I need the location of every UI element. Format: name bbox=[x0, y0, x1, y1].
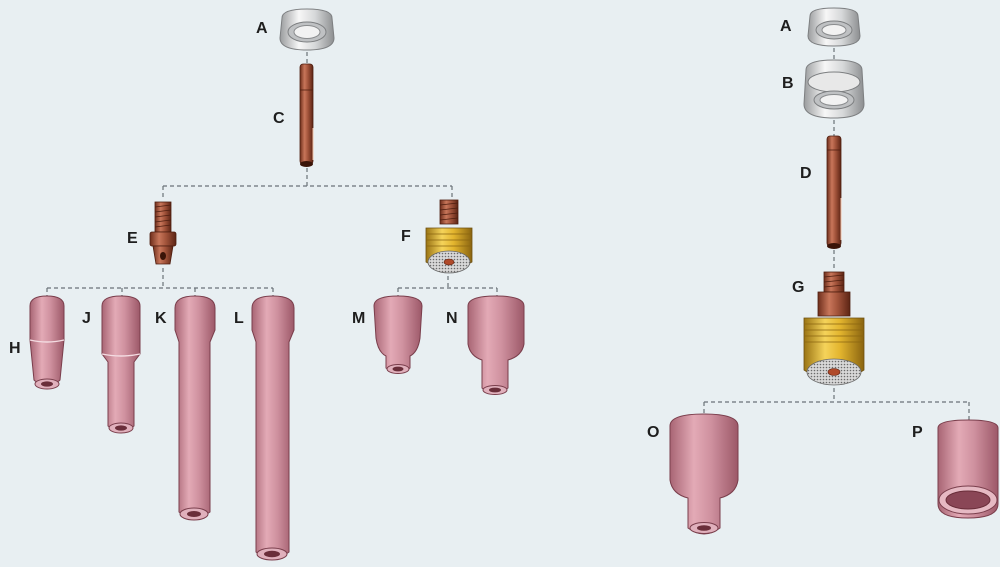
nozzle-o bbox=[669, 413, 739, 535]
collet-d bbox=[826, 135, 842, 249]
label-o: O bbox=[647, 424, 659, 441]
label-a-right: A bbox=[780, 18, 792, 35]
insulator-ring-a-right bbox=[807, 7, 861, 47]
label-d: D bbox=[800, 165, 812, 182]
gas-lens-g bbox=[803, 271, 865, 386]
part-labels: A C E F H J K L M N A B D G O P bbox=[9, 18, 923, 441]
connector-lines bbox=[46, 48, 970, 420]
label-b: B bbox=[782, 75, 794, 92]
label-e: E bbox=[127, 230, 138, 247]
label-m: M bbox=[352, 310, 365, 327]
nozzle-m bbox=[373, 295, 423, 374]
label-j: J bbox=[82, 310, 91, 327]
label-h: H bbox=[9, 340, 21, 357]
nozzle-j bbox=[101, 295, 141, 434]
nozzle-n bbox=[467, 295, 525, 395]
insulator-ring-a-left bbox=[279, 8, 335, 51]
label-l: L bbox=[234, 310, 244, 327]
insulator-ring-b bbox=[803, 59, 865, 119]
label-k: K bbox=[155, 310, 167, 327]
label-a-left: A bbox=[256, 20, 268, 37]
nozzle-l bbox=[251, 295, 295, 561]
gas-lens-body-f bbox=[425, 199, 473, 274]
label-p: P bbox=[912, 424, 923, 441]
nozzle-h bbox=[29, 295, 65, 390]
collet-c bbox=[299, 63, 314, 167]
label-g: G bbox=[792, 279, 804, 296]
nozzle-p bbox=[937, 419, 999, 519]
label-f: F bbox=[401, 228, 411, 245]
label-c: C bbox=[273, 110, 285, 127]
nozzle-k bbox=[174, 295, 216, 521]
collet-body-e bbox=[149, 201, 177, 265]
label-n: N bbox=[446, 310, 458, 327]
